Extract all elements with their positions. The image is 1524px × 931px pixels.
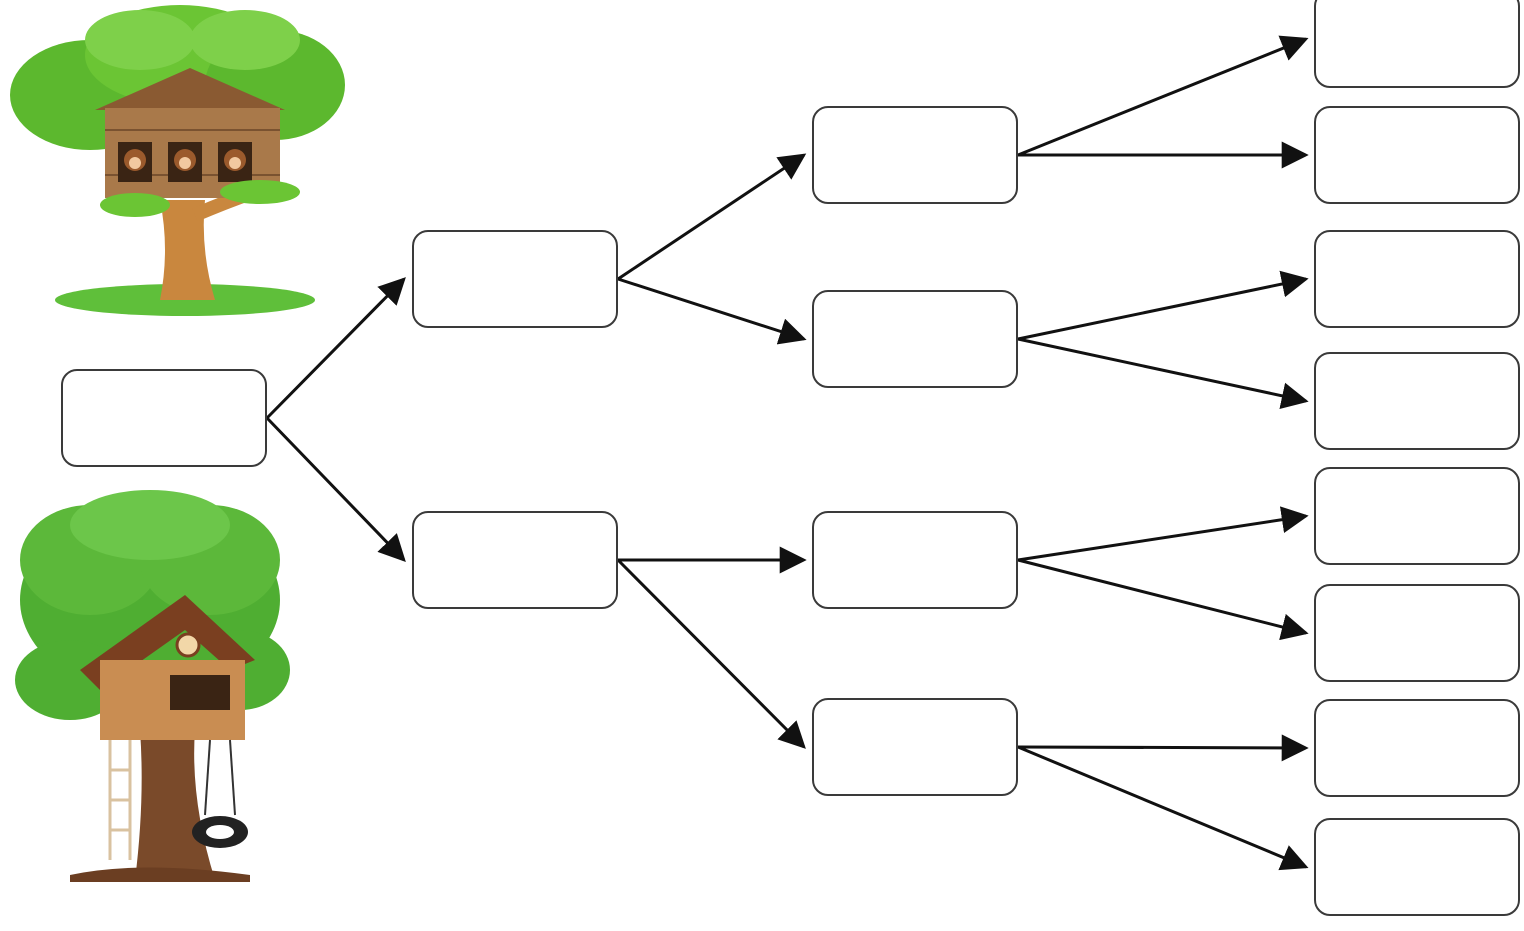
level1-top-box-label [414, 232, 616, 326]
level3-box-6-label [1316, 586, 1518, 680]
level2-box-2[interactable] [812, 290, 1018, 388]
arrow-l2-4-to-l3-7 [1017, 734, 1309, 762]
arrow-l1-bottom-to-l2-4 [616, 558, 806, 749]
level3-box-3[interactable] [1314, 230, 1520, 328]
level3-box-1-label [1316, 0, 1518, 86]
level2-box-2-label [814, 292, 1016, 386]
level3-box-8[interactable] [1314, 818, 1520, 916]
arrow-l2-3-to-l3-6 [1017, 558, 1309, 641]
level3-box-2[interactable] [1314, 106, 1520, 204]
level1-bottom-box-label [414, 513, 616, 607]
level2-box-4-label [814, 700, 1016, 794]
arrow-l1-top-to-l2-2 [617, 277, 807, 345]
level2-box-4[interactable] [812, 698, 1018, 796]
treehouse-with-swing-icon [15, 490, 290, 882]
arrow-l2-1-to-l3-1 [1017, 35, 1309, 157]
arrow-l2-3-to-l3-5 [1017, 506, 1309, 562]
arrow-l2-4-to-l3-8 [1017, 745, 1309, 871]
level3-box-7[interactable] [1314, 699, 1520, 797]
level2-box-1[interactable] [812, 106, 1018, 204]
level3-box-3-label [1316, 232, 1518, 326]
level3-box-4-label [1316, 354, 1518, 448]
level2-box-3-label [814, 513, 1016, 607]
level3-box-4[interactable] [1314, 352, 1520, 450]
root-box-label [63, 371, 265, 465]
arrow-l1-top-to-l2-1 [617, 153, 807, 281]
level3-box-5-label [1316, 469, 1518, 563]
level2-box-1-label [814, 108, 1016, 202]
arrow-l2-2-to-l3-4 [1017, 337, 1309, 410]
treehouse-with-monkeys-icon [10, 5, 345, 316]
level3-box-1[interactable] [1314, 0, 1520, 88]
level1-bottom-box[interactable] [412, 511, 618, 609]
level3-box-5[interactable] [1314, 467, 1520, 565]
level3-box-8-label [1316, 820, 1518, 914]
arrow-root-to-l1-bottom [265, 416, 406, 562]
arrow-l2-2-to-l3-3 [1017, 270, 1309, 341]
level1-top-box[interactable] [412, 230, 618, 328]
level2-box-3[interactable] [812, 511, 1018, 609]
root-box[interactable] [61, 369, 267, 467]
level3-box-6[interactable] [1314, 584, 1520, 682]
arrow-root-to-l1-top [265, 277, 406, 420]
level3-box-7-label [1316, 701, 1518, 795]
level3-box-2-label [1316, 108, 1518, 202]
